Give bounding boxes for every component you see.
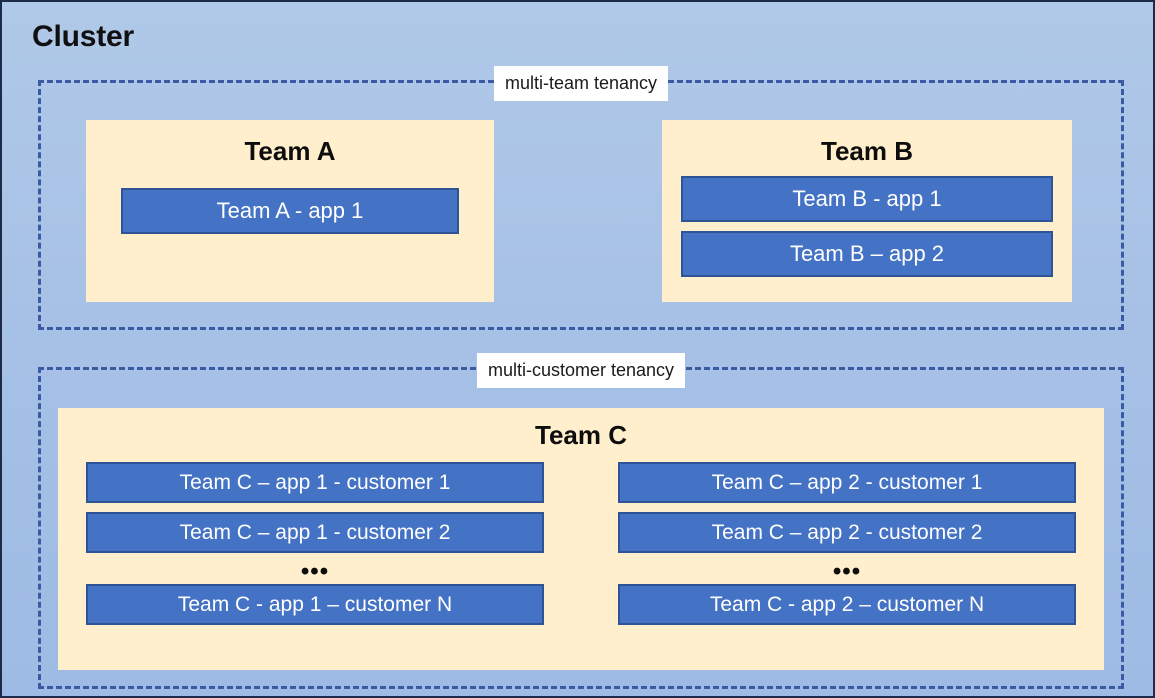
ellipsis-team-c-app-2: ••• bbox=[832, 558, 862, 585]
ellipsis-team-c-app-1: ••• bbox=[300, 558, 330, 585]
cluster-title: Cluster bbox=[32, 20, 134, 53]
app-box-team-b-app-1[interactable]: Team B - app 1 bbox=[681, 176, 1053, 222]
app-list-team-b: Team B - app 1 Team B – app 2 bbox=[681, 176, 1053, 277]
tenancy-group-multi-customer: multi-customer tenancy bbox=[38, 353, 1124, 689]
app-box-team-c-app-1-customer-1[interactable]: Team C – app 1 - customer 1 bbox=[86, 462, 544, 503]
app-list-team-a: Team A - app 1 bbox=[121, 188, 459, 234]
team-box-team-b: Team B Team B - app 1 Team B – app 2 bbox=[662, 120, 1072, 302]
team-title-team-a: Team A bbox=[244, 136, 336, 166]
team-title-team-c: Team C bbox=[535, 420, 627, 450]
tenancy-group-multi-team: multi-team tenancy bbox=[38, 66, 1124, 330]
app-box-team-c-app-1-customer-n[interactable]: Team C - app 1 – customer N bbox=[86, 584, 544, 625]
app-box-team-a-app-1[interactable]: Team A - app 1 bbox=[121, 188, 459, 234]
app-box-team-c-app-2-customer-1[interactable]: Team C – app 2 - customer 1 bbox=[618, 462, 1076, 503]
app-box-team-c-app-2-customer-2[interactable]: Team C – app 2 - customer 2 bbox=[618, 512, 1076, 553]
tenancy-label-multi-team: multi-team tenancy bbox=[493, 66, 669, 101]
app-box-team-c-app-1-customer-2[interactable]: Team C – app 1 - customer 2 bbox=[86, 512, 544, 553]
team-title-team-b: Team B bbox=[821, 136, 913, 166]
tenancy-label-multi-customer: multi-customer tenancy bbox=[476, 353, 686, 388]
app-box-team-c-app-2-customer-n[interactable]: Team C - app 2 – customer N bbox=[618, 584, 1076, 625]
app-column-team-c-app-1: Team C – app 1 - customer 1 Team C – app… bbox=[86, 462, 544, 634]
team-box-team-a: Team A Team A - app 1 bbox=[86, 120, 494, 302]
app-columns-team-c: Team C – app 1 - customer 1 Team C – app… bbox=[58, 462, 1104, 634]
team-box-team-c: Team C Team C – app 1 - customer 1 Team … bbox=[58, 408, 1104, 670]
app-box-team-b-app-2[interactable]: Team B – app 2 bbox=[681, 231, 1053, 277]
app-column-team-c-app-2: Team C – app 2 - customer 1 Team C – app… bbox=[618, 462, 1076, 634]
